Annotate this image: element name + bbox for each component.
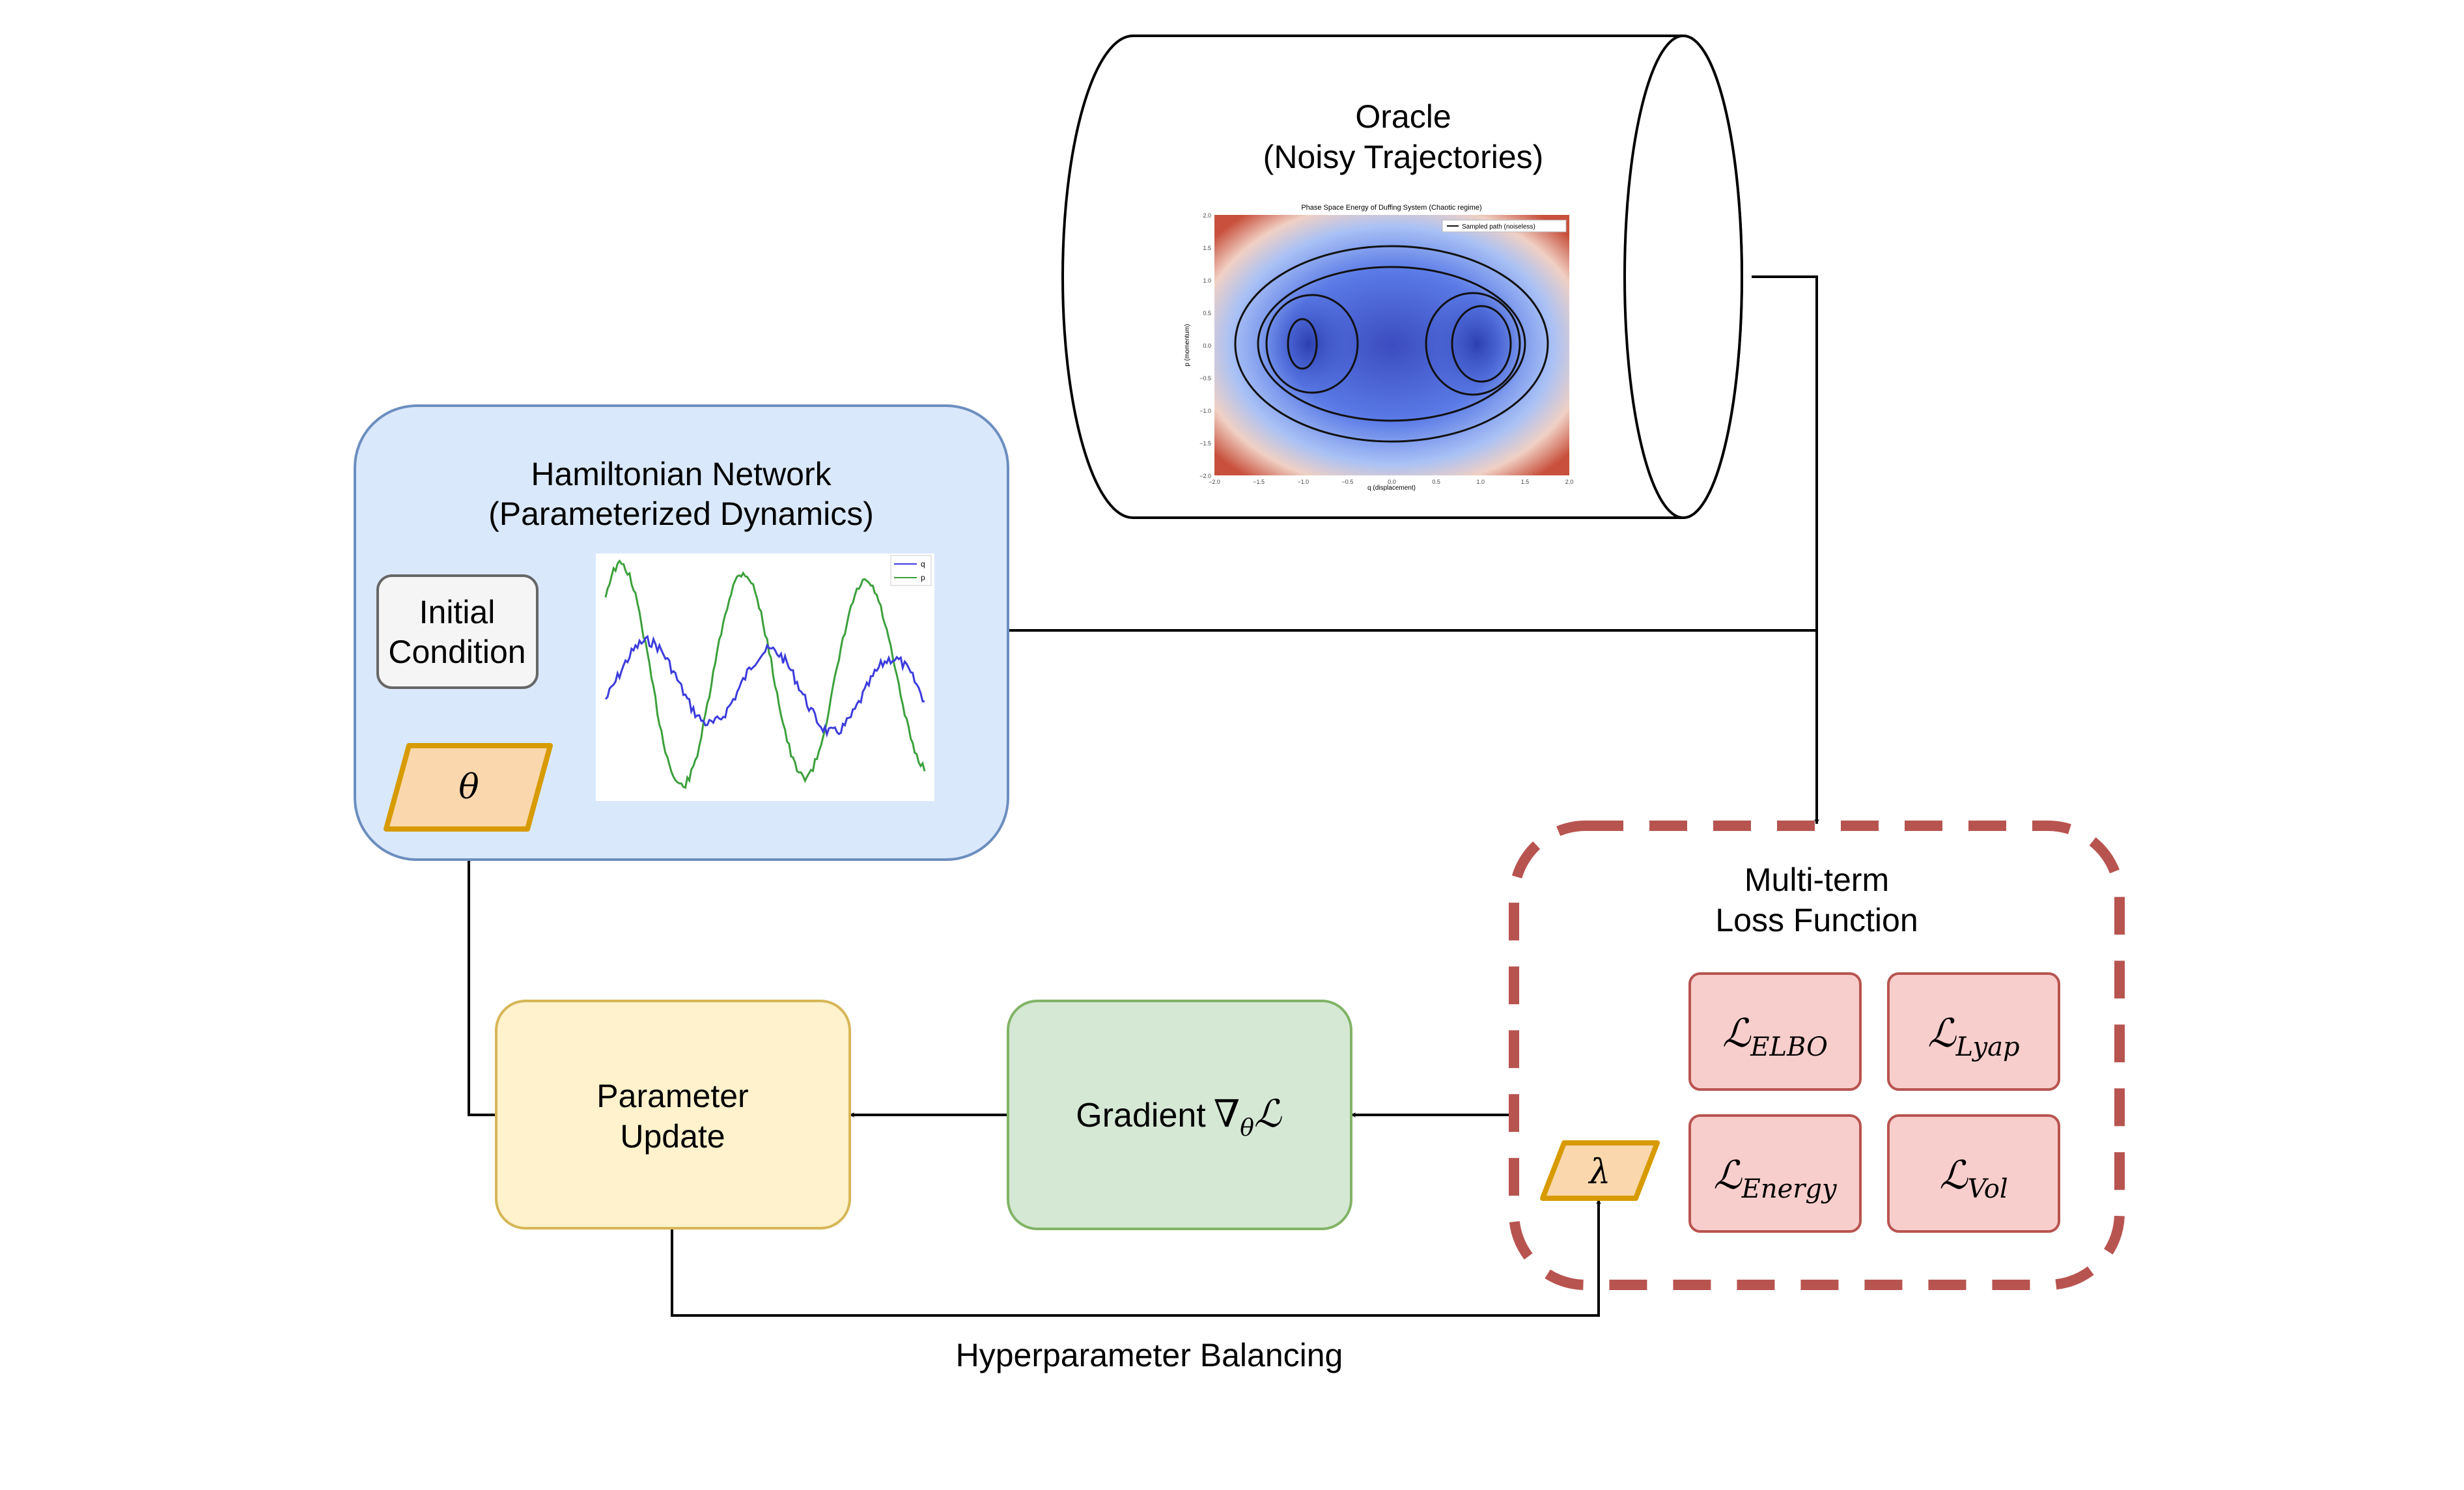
theta-symbol: θ bbox=[458, 768, 479, 807]
time-plot-legend bbox=[890, 555, 932, 586]
x-tick-label: −1.5 bbox=[1253, 479, 1265, 485]
x-tick-label: 0.5 bbox=[1432, 479, 1440, 485]
loss-symbol: ℒ bbox=[1713, 1153, 1743, 1198]
lambda-symbol: λ bbox=[1588, 1153, 1611, 1192]
loss-subscript: Energy bbox=[1741, 1174, 1838, 1204]
x-tick-label: 1.0 bbox=[1476, 479, 1485, 485]
initial-condition-box bbox=[376, 574, 539, 689]
y-tick-label: 1.5 bbox=[1203, 245, 1211, 251]
parameter-update-line1: Parameter bbox=[596, 1078, 748, 1114]
x-tick-label: −0.5 bbox=[1341, 479, 1353, 485]
phase-plot-ylabel: p (momentum) bbox=[1184, 324, 1191, 366]
parameter-update-line2: Update bbox=[620, 1118, 725, 1155]
trajectory-left-inner bbox=[1287, 318, 1318, 370]
loss-term-lyap-box bbox=[1887, 972, 2060, 1091]
x-tick-label: −2.0 bbox=[1209, 479, 1220, 485]
x-tick-label: −1.0 bbox=[1297, 479, 1309, 485]
y-tick-label: 0.0 bbox=[1203, 343, 1211, 349]
hamiltonian-network: Hamiltonian Network (Parameterized Dynam… bbox=[354, 404, 1009, 861]
loss-subscript: ELBO bbox=[1750, 1032, 1828, 1062]
loss-symbol: ℒ bbox=[1722, 1011, 1752, 1056]
gradient-loss-symbol: ℒ bbox=[1254, 1091, 1282, 1136]
gradient-box bbox=[1007, 1000, 1352, 1230]
gradient-word: Gradient bbox=[1076, 1097, 1206, 1134]
y-tick-label: −1.0 bbox=[1199, 408, 1211, 414]
loss-term-elbo-box bbox=[1688, 972, 1862, 1091]
hyperparameter-balancing-label: Hyperparameter Balancing bbox=[956, 1337, 1343, 1373]
phase-plot-legend-label: Sampled path (noiseless) bbox=[1462, 223, 1535, 231]
phase-trajectory bbox=[1234, 245, 1549, 443]
edge-oracle-to-loss bbox=[1752, 275, 1819, 824]
phase-plot-xlabel: q (displacement) bbox=[1367, 485, 1416, 492]
x-tick-label: 2.0 bbox=[1565, 479, 1574, 485]
legend-q-label: q bbox=[921, 559, 925, 569]
loss-term-vol: ℒVol bbox=[1939, 1153, 2008, 1204]
y-tick-label: −0.5 bbox=[1199, 375, 1211, 382]
parameter-update-box bbox=[495, 1000, 851, 1230]
loss-subscript: Lyap bbox=[1955, 1032, 2020, 1062]
trajectory-right-inner bbox=[1451, 305, 1512, 383]
lambda-parameter bbox=[1540, 1140, 1660, 1201]
phase-plot-legend-box bbox=[1442, 219, 1567, 232]
edges bbox=[466, 275, 1819, 1317]
loss-subtitle: Loss Function bbox=[1715, 902, 1918, 938]
y-tick-label: 0.5 bbox=[1203, 310, 1211, 316]
legend-p-label: p bbox=[921, 573, 925, 582]
x-tick-label: 0.0 bbox=[1388, 479, 1396, 485]
trajectory-left-orbit bbox=[1265, 294, 1359, 394]
hamiltonian-title: Hamiltonian Network bbox=[531, 456, 832, 492]
trajectory-outer-loop bbox=[1234, 245, 1549, 443]
loss-symbol: ℒ bbox=[1927, 1011, 1957, 1056]
edge-hyperparameter-balancing bbox=[671, 1199, 1601, 1317]
y-tick-label: 1.0 bbox=[1203, 277, 1211, 284]
phase-plot-title: Phase Space Energy of Duffing System (Ch… bbox=[1301, 204, 1481, 212]
oracle-cylinder-end bbox=[1623, 35, 1743, 519]
loss-subscript: Vol bbox=[1968, 1174, 2008, 1204]
loss-symbol: ℒ bbox=[1939, 1153, 1968, 1198]
y-tick-label: 2.0 bbox=[1203, 212, 1211, 219]
loss-term-energy-box bbox=[1688, 1114, 1862, 1233]
time-plot-area bbox=[596, 554, 934, 801]
hamiltonian-subtitle: (Parameterized Dynamics) bbox=[488, 496, 874, 532]
loss-term-vol-box bbox=[1887, 1114, 2060, 1233]
phase-y-ticks: 2.0 1.5 1.0 0.5 0.0 −0.5 −1.0 −1.5 −2.0 bbox=[1199, 212, 1211, 479]
theta-parameter bbox=[384, 743, 553, 832]
oracle-phase-plot: Phase Space Energy of Duffing System (Ch… bbox=[1184, 204, 1573, 492]
nabla-symbol: ∇ bbox=[1214, 1091, 1240, 1136]
gradient-label: Gradient∇θℒ bbox=[1076, 1091, 1282, 1142]
gradient-block: Gradient∇θℒ bbox=[1007, 1000, 1352, 1230]
loss-term-energy: ℒEnergy bbox=[1713, 1153, 1838, 1204]
series-q-line bbox=[604, 634, 925, 738]
oracle-subtitle: (Noisy Trajectories) bbox=[1263, 139, 1544, 175]
phase-x-ticks: −2.0 −1.5 −1.0 −0.5 0.0 0.5 1.0 1.5 2.0 bbox=[1209, 479, 1573, 485]
loss-container bbox=[1509, 821, 2125, 1290]
gradient-subscript: θ bbox=[1240, 1115, 1254, 1142]
trajectory-mid-loop bbox=[1257, 266, 1526, 422]
initial-condition-line1: Initial bbox=[419, 594, 496, 630]
loss-title: Multi-term bbox=[1744, 862, 1889, 898]
edge-update-to-theta bbox=[466, 830, 496, 1116]
parameter-update-block: Parameter Update bbox=[495, 1000, 851, 1230]
y-tick-label: −2.0 bbox=[1199, 473, 1211, 479]
trajectory-time-plot: q p bbox=[596, 554, 934, 801]
loss-function: Multi-term Loss Function ℒELBO ℒLyap ℒEn… bbox=[1509, 821, 2125, 1290]
y-tick-label: −1.5 bbox=[1199, 440, 1211, 447]
oracle-title: Oracle bbox=[1355, 98, 1451, 135]
oracle-cylinder: Oracle (Noisy Trajectories) Phase Space … bbox=[1061, 35, 1743, 519]
series-p-line bbox=[604, 559, 926, 789]
trajectory-right-orbit bbox=[1425, 292, 1521, 396]
loss-term-elbo: ℒELBO bbox=[1722, 1011, 1828, 1062]
phase-well-left bbox=[1260, 285, 1358, 402]
phase-well-right bbox=[1428, 285, 1526, 402]
loss-term-lyap: ℒLyap bbox=[1927, 1011, 2019, 1062]
x-tick-label: 1.5 bbox=[1521, 479, 1530, 485]
initial-condition-line2: Condition bbox=[388, 634, 525, 670]
